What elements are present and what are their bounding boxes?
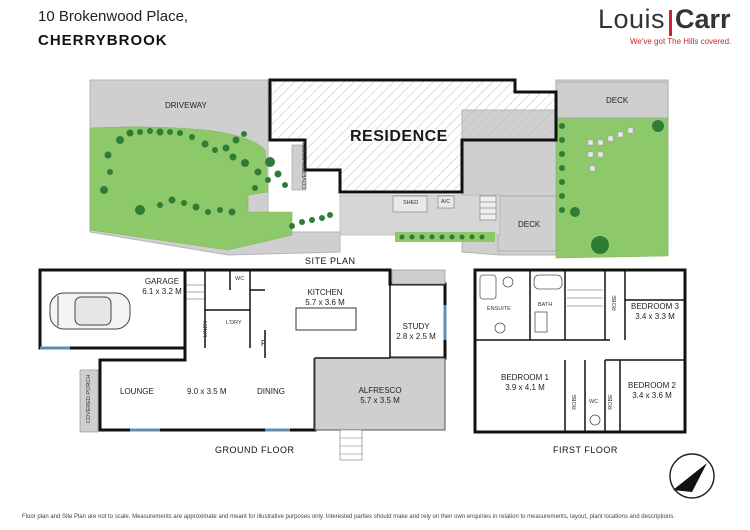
bathroom-fixtures — [479, 274, 601, 426]
kitchen-name: KITCHEN — [307, 288, 343, 297]
first-floor-title: FIRST FLOOR — [553, 445, 618, 455]
rear-lawn — [555, 111, 669, 259]
study-name: STUDY — [402, 322, 430, 331]
bedroom1-size: 3.9 x 4.1 M — [505, 383, 545, 392]
room-alfresco: ALFRESCO 5.7 x 3.5 M — [340, 386, 420, 406]
room-bedroom-2: BEDROOM 2 3.4 x 3.6 M — [620, 381, 684, 401]
label-gf-covered-porch: COVERED PORCH — [86, 374, 92, 424]
logo-text-louis: Louis — [598, 4, 666, 34]
label-deck-top: DECK — [606, 96, 629, 105]
label-robe-1: ROBE — [612, 295, 618, 311]
kitchen-size: 5.7 x 3.6 M — [305, 298, 345, 307]
room-study: STUDY 2.8 x 2.5 M — [386, 322, 446, 342]
bedroom3-name: BEDROOM 3 — [630, 302, 679, 311]
address-line-1: 10 Brokenwood Place, — [38, 8, 189, 25]
address-suburb: CHERRYBROOK — [38, 32, 168, 49]
ground-covered-porch — [79, 369, 99, 433]
alfresco-size: 5.7 x 3.5 M — [360, 396, 400, 405]
label-gf-wc: WC — [235, 276, 245, 282]
first-stairs — [567, 289, 603, 307]
label-dining: DINING — [257, 387, 285, 396]
label-deck-bottom: DECK — [518, 220, 541, 229]
garage-size: 6.1 x 3.2 M — [142, 287, 182, 296]
first-floor-plan — [473, 268, 687, 434]
room-kitchen: KITCHEN 5.7 x 3.6 M — [285, 288, 365, 308]
garage-name: GARAGE — [144, 277, 180, 286]
site-deck-bottom — [497, 195, 557, 252]
label-bath: BATH — [538, 302, 553, 308]
room-garage: GARAGE 6.1 x 3.2 M — [122, 277, 202, 297]
label-ac: A/C — [441, 199, 451, 205]
logo-tagline: We've got The Hills covered. — [630, 37, 732, 46]
alfresco-steps — [339, 429, 363, 461]
garage-walls — [38, 268, 187, 350]
residence-footprint — [268, 78, 558, 194]
label-robe-2: ROBE — [572, 394, 578, 410]
label-laundry: L'DRY — [226, 320, 242, 326]
front-lawn — [89, 126, 293, 251]
label-ff-wc: WC — [589, 399, 599, 405]
logo-divider — [669, 10, 672, 36]
room-bedroom-3: BEDROOM 3 3.4 x 3.3 M — [625, 302, 685, 322]
bedroom3-size: 3.4 x 3.3 M — [635, 312, 675, 321]
ground-floor-plan — [38, 268, 447, 432]
label-ensuite: ENSUITE — [487, 306, 511, 312]
label-shed: SHED — [403, 200, 419, 206]
label-residence: RESIDENCE — [350, 128, 448, 145]
first-interior-walls — [475, 270, 685, 432]
label-fridge: F — [261, 339, 266, 348]
compass-icon — [669, 453, 715, 499]
alfresco-area — [314, 357, 446, 431]
label-robe-3: ROBE — [608, 394, 614, 410]
bedroom2-name: BEDROOM 2 — [627, 381, 676, 390]
label-linen: LINEN — [203, 320, 209, 338]
label-lounge: LOUNGE — [120, 387, 154, 396]
site-plan-title: SITE PLAN — [305, 256, 356, 266]
ground-interior-walls — [204, 270, 391, 359]
logo-text-carr: Carr — [675, 4, 731, 34]
alfresco-name: ALFRESCO — [358, 386, 402, 395]
agency-logo: Louis Carr We've got The Hills covered. — [598, 4, 748, 54]
disclaimer-text: Floor plan and Site Plan are not to scal… — [22, 514, 675, 520]
ground-stairs — [186, 284, 204, 300]
stepping-stones — [587, 127, 634, 172]
shrubs — [100, 120, 664, 254]
kitchen-island — [295, 307, 357, 331]
bedroom2-size: 3.4 x 3.6 M — [632, 391, 672, 400]
car-icon — [49, 292, 131, 330]
room-bedroom-1: BEDROOM 1 3.9 x 4.1 M — [485, 373, 565, 393]
site-shed — [392, 195, 428, 213]
label-site-covered-porch: COVERED PORCH — [302, 140, 308, 190]
ground-floor-title: GROUND FLOOR — [215, 445, 295, 455]
bedroom1-name: BEDROOM 1 — [500, 373, 549, 382]
site-deck-top — [555, 81, 669, 119]
garden-strip — [395, 232, 495, 242]
study-deck — [391, 269, 446, 285]
site-ac-unit — [437, 195, 455, 209]
study-size: 2.8 x 2.5 M — [396, 332, 436, 341]
label-living-size: 9.0 x 3.5 M — [187, 387, 227, 396]
label-driveway: DRIVEWAY — [165, 101, 207, 110]
site-steps — [479, 195, 497, 221]
